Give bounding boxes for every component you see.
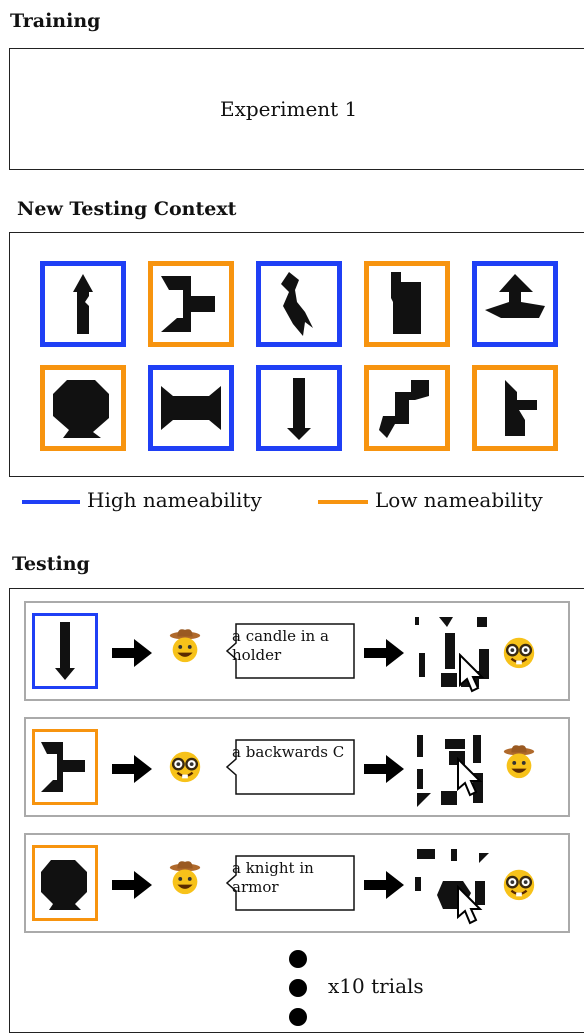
mouse-cursor-icon [457,757,483,797]
arrow-icon [112,639,152,667]
utterance-text: a candle in a holder [232,627,329,664]
cowboy-emoji-icon [503,745,535,779]
arrow-icon [364,755,404,783]
testing-box: a candle in a holder a backwards C [9,588,584,1033]
cowboy-emoji-icon [169,861,201,895]
context-tile-backwards-c [148,261,234,347]
new-context-heading: New Testing Context [17,198,237,220]
context-box [9,232,584,477]
context-tile-bird [256,261,342,347]
ellipsis-dot [289,1008,307,1026]
testing-heading: Testing [12,553,90,575]
trial-tile-backwards-c [32,729,98,805]
legend-high-line [22,500,80,504]
trial-row: a candle in a holder [24,601,570,701]
legend-low-label: Low nameability [375,488,543,512]
speech-bubble [226,623,355,679]
legend-low-line [318,500,368,504]
ellipsis-dot [289,979,307,997]
utterance-text: a backwards C [232,743,345,761]
trial-row: a knight in armor [24,833,570,933]
arrow-icon [112,871,152,899]
trial-tile-candle [32,613,98,689]
trial-row: a backwards C [24,717,570,817]
nerd-emoji-icon [503,869,535,901]
speech-bubble [226,739,355,795]
legend-high-label: High nameability [87,488,262,512]
training-box: Experiment 1 [9,48,584,170]
cowboy-emoji-icon [169,629,201,663]
trial-tile-knight [32,845,98,921]
trials-count: x10 trials [328,974,424,998]
training-heading: Training [10,10,101,32]
context-tile-flag [472,365,558,451]
arrow-icon [364,639,404,667]
utterance-text: a knight in armor [232,859,314,896]
context-tile-boat [472,261,558,347]
experiment-label: Experiment 1 [220,97,358,121]
ellipsis-dot [289,950,307,968]
mouse-cursor-icon [459,653,485,693]
arrow-icon [364,871,404,899]
speech-bubble [226,855,355,911]
context-tile-arrow-up [40,261,126,347]
context-tile-block [364,261,450,347]
mouse-cursor-icon [457,885,483,925]
context-tile-knight [40,365,126,451]
nerd-emoji-icon [503,637,535,669]
context-tile-candle [256,365,342,451]
context-tile-step [364,365,450,451]
arrow-icon [112,755,152,783]
context-tile-table [148,365,234,451]
nerd-emoji-icon [169,751,201,783]
